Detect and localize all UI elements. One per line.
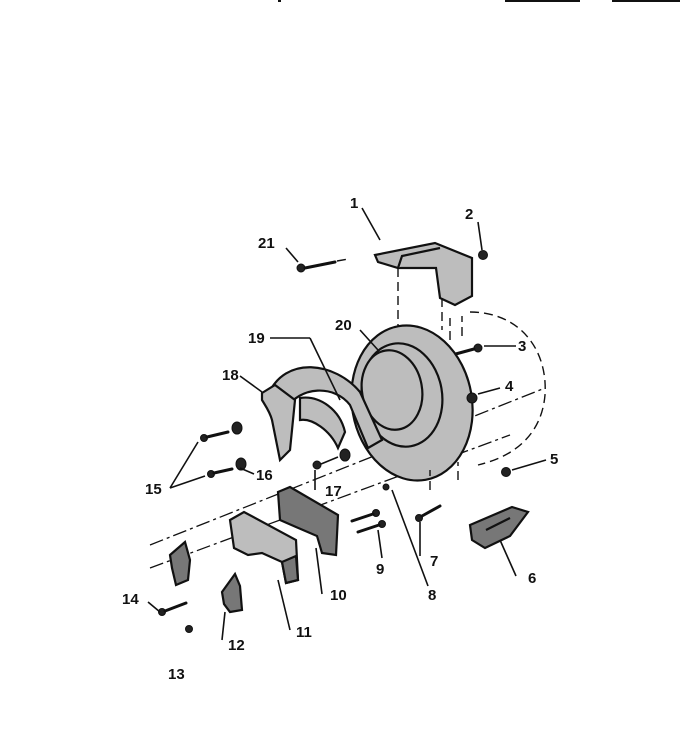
assembly-centerline [149,387,546,546]
part-4-nut [466,392,478,404]
callout-17: 17 [325,483,342,500]
callout-15: 15 [145,481,162,498]
callout-4: 4 [505,378,514,395]
part-21-bolt [296,260,337,273]
leader-lines [147,207,547,641]
part-15-bolts [200,430,234,478]
callout-9: 9 [376,561,384,578]
callout-19: 19 [248,330,265,347]
part-17-hardware [312,448,351,470]
callout-labels: 1 2 21 20 19 3 18 4 5 16 15 17 7 9 6 10 … [122,195,558,683]
part-10-mount-plate [276,485,340,557]
callout-18: 18 [222,367,239,384]
part-19-arc-shell [266,366,384,450]
callout-1: 1 [350,195,358,212]
callout-2: 2 [465,206,473,223]
callout-7: 7 [430,553,438,570]
callout-21: 21 [258,235,275,252]
part-8-pin [382,483,390,491]
part-14-bolt [158,601,188,616]
part-21-dashed-path [336,258,349,262]
part-left-clip [168,540,192,587]
part-1-top-bracket [373,241,474,307]
part-2-nut [478,250,488,260]
part-18-arch-bracket [260,383,347,463]
part-7-bolt [415,462,459,522]
callout-13: 13 [168,666,185,683]
callout-11: 11 [296,624,312,641]
part-5-nut [501,467,511,477]
part-9-bolts [350,509,386,534]
callout-8: 8 [428,587,436,604]
callout-12: 12 [228,637,245,654]
callout-14: 14 [122,591,139,608]
part-12-clip [220,571,244,614]
part-6-bracket [468,505,530,550]
callout-16: 16 [256,467,273,484]
part-3-bolt [449,316,483,357]
callout-5: 5 [550,451,558,468]
part-16-washers [231,421,247,471]
part-11-lower-bracket [228,510,300,585]
callout-3: 3 [518,338,526,355]
callout-6: 6 [528,570,536,587]
part-13-nut [185,625,193,633]
assembly-outline [469,311,546,466]
callout-20: 20 [335,317,352,334]
callout-10: 10 [330,587,347,604]
